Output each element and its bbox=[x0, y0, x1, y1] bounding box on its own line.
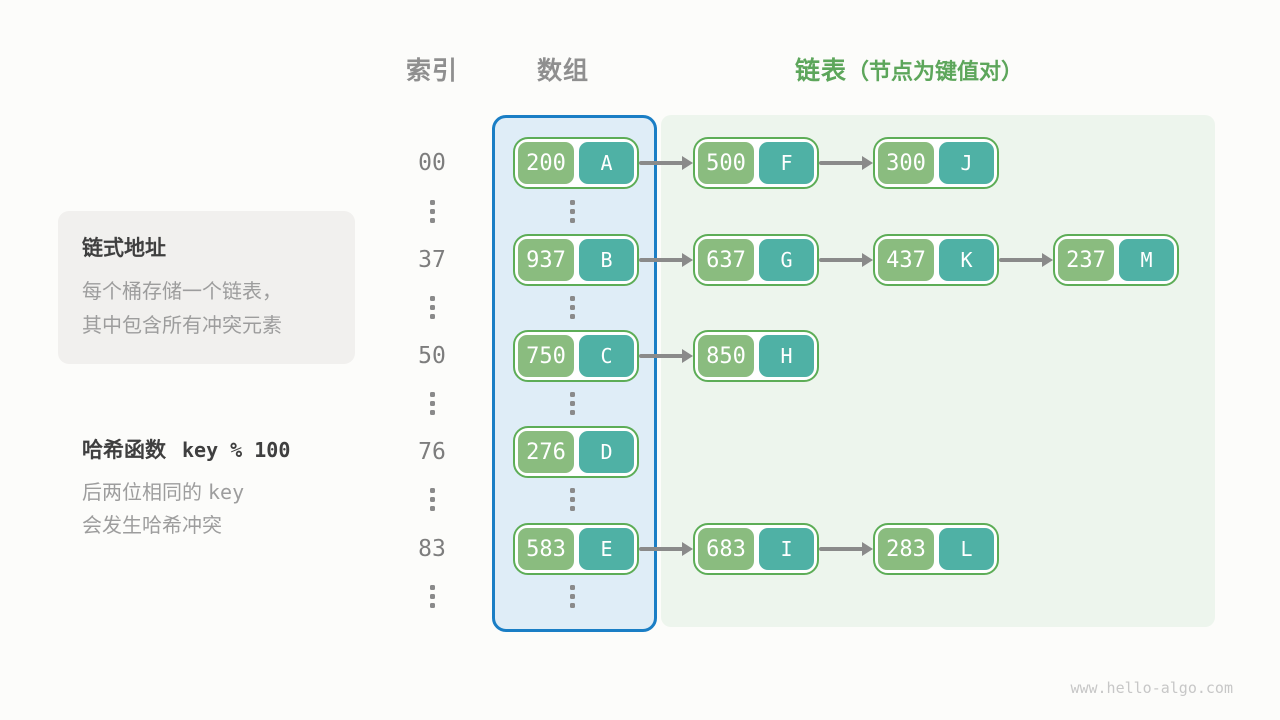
ellipsis-icon bbox=[430, 200, 435, 223]
column-header-index: 索引 bbox=[405, 56, 458, 85]
hash-node: 300 J bbox=[873, 137, 999, 189]
ellipsis-icon bbox=[430, 488, 435, 511]
next-pointer-arrow-icon bbox=[819, 542, 873, 556]
ellipsis-icon bbox=[570, 585, 575, 608]
node-value-cell: L bbox=[939, 528, 994, 570]
node-key-cell: 276 bbox=[518, 431, 574, 473]
ellipsis-icon bbox=[570, 296, 575, 319]
hash-node: 276 D bbox=[513, 426, 639, 478]
next-pointer-arrow-icon bbox=[999, 253, 1053, 267]
hash-node: 937 B bbox=[513, 234, 639, 286]
column-header-list-label: 链表 bbox=[795, 56, 848, 85]
node-value-cell: D bbox=[579, 431, 634, 473]
node-value-cell: I bbox=[759, 528, 814, 570]
hash-node: 583 E bbox=[513, 523, 639, 575]
index-label: 37 bbox=[418, 247, 446, 273]
ellipsis-icon bbox=[430, 392, 435, 415]
hash-node: 437 K bbox=[873, 234, 999, 286]
node-value-cell: J bbox=[939, 142, 994, 184]
next-pointer-arrow-icon bbox=[639, 156, 693, 170]
node-value-cell: E bbox=[579, 528, 634, 570]
ellipsis-icon bbox=[570, 200, 575, 223]
hash-node: 850 H bbox=[693, 330, 819, 382]
node-key-cell: 200 bbox=[518, 142, 574, 184]
chaining-info-line: 其中包含所有冲突元素 bbox=[82, 313, 282, 337]
hash-node: 283 L bbox=[873, 523, 999, 575]
node-value-cell: G bbox=[759, 239, 814, 281]
node-value-cell: C bbox=[579, 335, 634, 377]
chaining-info-body: 每个桶存储一个链表， 其中包含所有冲突元素 bbox=[82, 274, 331, 342]
node-value-cell: A bbox=[579, 142, 634, 184]
column-header-list-note: （节点为键值对） bbox=[847, 60, 1024, 85]
node-value-cell: B bbox=[579, 239, 634, 281]
hash-node: 200 A bbox=[513, 137, 639, 189]
node-key-cell: 437 bbox=[878, 239, 934, 281]
chaining-info-box: 链式地址 每个桶存储一个链表， 其中包含所有冲突元素 bbox=[58, 211, 355, 364]
node-key-cell: 237 bbox=[1058, 239, 1114, 281]
hash-node: 500 F bbox=[693, 137, 819, 189]
hash-node: 683 I bbox=[693, 523, 819, 575]
next-pointer-arrow-icon bbox=[639, 349, 693, 363]
node-key-cell: 300 bbox=[878, 142, 934, 184]
next-pointer-arrow-icon bbox=[639, 253, 693, 267]
index-label: 00 bbox=[418, 150, 446, 176]
node-key-cell: 850 bbox=[698, 335, 754, 377]
node-key-cell: 500 bbox=[698, 142, 754, 184]
hash-node: 637 G bbox=[693, 234, 819, 286]
ellipsis-icon bbox=[430, 585, 435, 608]
hash-function-code: key % 100 bbox=[182, 438, 291, 462]
next-pointer-arrow-icon bbox=[819, 156, 873, 170]
node-key-cell: 583 bbox=[518, 528, 574, 570]
node-key-cell: 750 bbox=[518, 335, 574, 377]
node-key-cell: 637 bbox=[698, 239, 754, 281]
hash-function-line: 会发生哈希冲突 bbox=[82, 513, 222, 537]
node-value-cell: H bbox=[759, 335, 814, 377]
hash-node: 750 C bbox=[513, 330, 639, 382]
node-value-cell: M bbox=[1119, 239, 1174, 281]
site-watermark: www.hello-algo.com bbox=[1070, 679, 1233, 697]
ellipsis-icon bbox=[430, 296, 435, 319]
hash-node: 237 M bbox=[1053, 234, 1179, 286]
node-key-cell: 937 bbox=[518, 239, 574, 281]
column-header-array: 数组 bbox=[536, 56, 589, 85]
node-value-cell: K bbox=[939, 239, 994, 281]
chaining-info-line: 每个桶存储一个链表， bbox=[82, 279, 282, 303]
column-header-list: 链表（节点为键值对） bbox=[795, 56, 1023, 86]
ellipsis-icon bbox=[570, 392, 575, 415]
next-pointer-arrow-icon bbox=[639, 542, 693, 556]
index-label: 83 bbox=[418, 536, 446, 562]
index-label: 76 bbox=[418, 439, 446, 465]
index-label: 50 bbox=[418, 343, 446, 369]
node-key-cell: 683 bbox=[698, 528, 754, 570]
ellipsis-icon bbox=[570, 488, 575, 511]
next-pointer-arrow-icon bbox=[819, 253, 873, 267]
hash-function-title: 哈希函数 key % 100 bbox=[82, 434, 290, 464]
node-key-cell: 283 bbox=[878, 528, 934, 570]
node-value-cell: F bbox=[759, 142, 814, 184]
chaining-info-title: 链式地址 bbox=[82, 236, 166, 260]
hash-function-title-text: 哈希函数 bbox=[82, 438, 166, 462]
hash-function-key-code: key bbox=[208, 480, 245, 504]
